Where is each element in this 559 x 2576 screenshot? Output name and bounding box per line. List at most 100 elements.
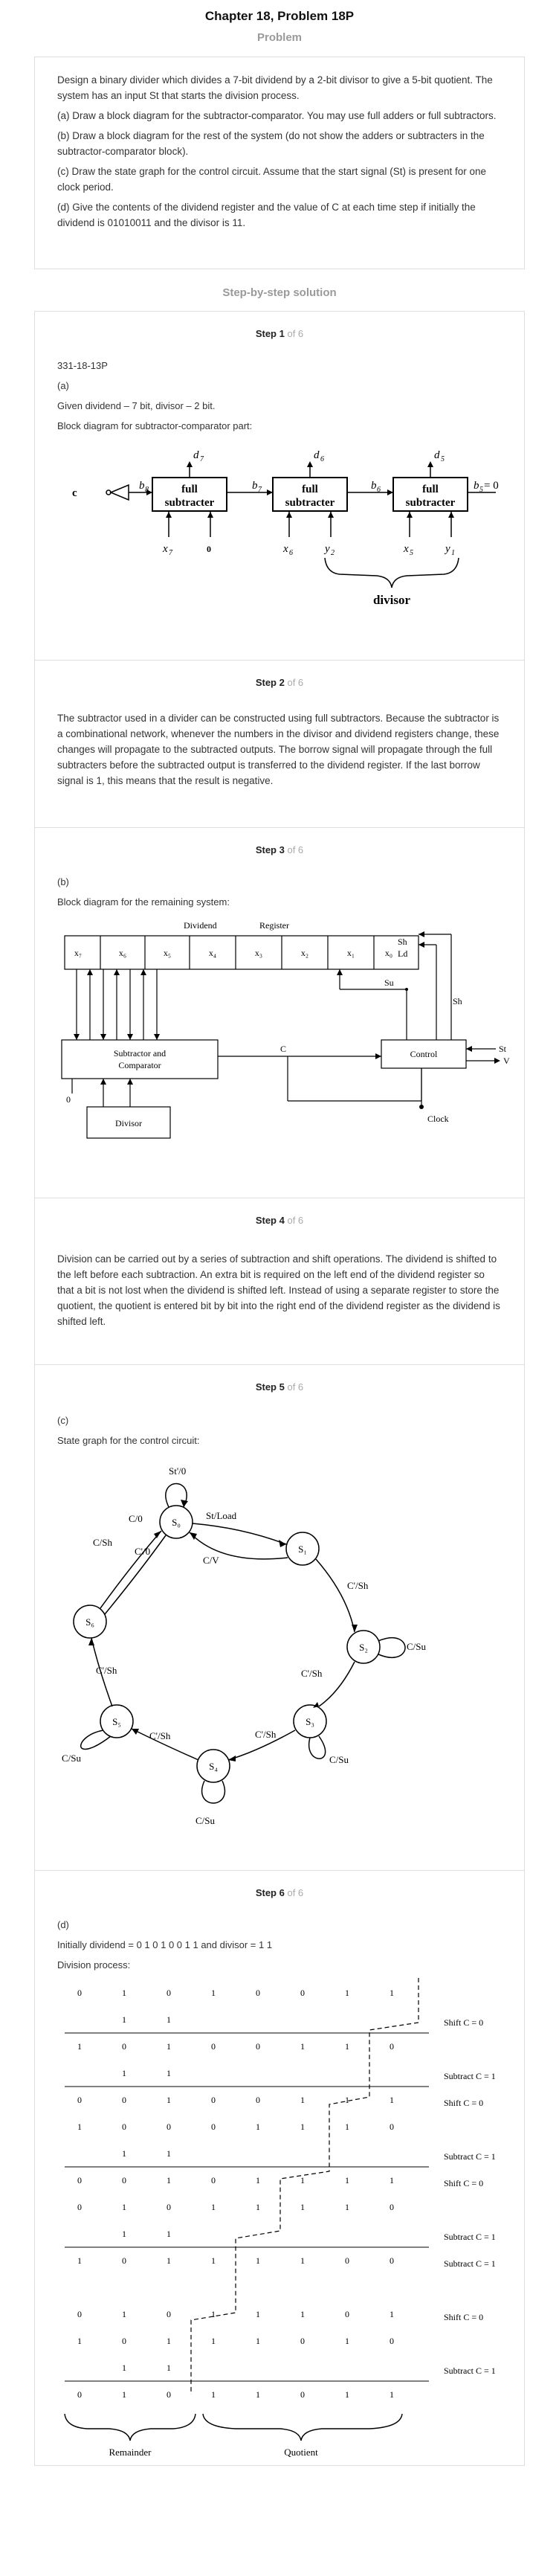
problem-paragraph: (a) Draw a block diagram for the subtrac… — [57, 110, 497, 121]
step-note: Shift C = 0 — [444, 2312, 483, 2322]
bit-cell: 0 — [345, 2255, 349, 2266]
x6-sub: 6 — [289, 549, 293, 557]
bit-cell: 0 — [345, 2309, 349, 2319]
bit-cell: 1 — [345, 1988, 349, 1998]
step-number: Step 2 — [255, 677, 285, 688]
bit-cell: 1 — [345, 2095, 349, 2105]
bit-cell: 1 — [345, 2041, 349, 2052]
bit-cell: 1 — [167, 2148, 171, 2159]
step-card: Step 1 of 6 331-18-13P (a) Given dividen… — [34, 311, 525, 661]
bit-cell: 1 — [167, 2336, 171, 2346]
state-s1: S₁ — [298, 1544, 307, 1555]
bit-cell: 0 — [122, 2121, 126, 2132]
problem-paragraph: (c) Draw the state graph for the control… — [57, 166, 486, 193]
bit-cell: 1 — [256, 2121, 260, 2132]
bit-cell: 1 — [167, 2068, 171, 2078]
register-cell: x₅ — [164, 948, 171, 958]
bit-cell: 1 — [256, 2202, 260, 2212]
step-line: Division process: — [57, 1959, 131, 1970]
edge-label: C/Sh — [93, 1537, 113, 1548]
bit-cell: 0 — [390, 2041, 394, 2052]
bit-cell: 1 — [211, 2255, 216, 2266]
step-total: of 6 — [287, 1381, 304, 1393]
quotient-boundary — [190, 1978, 419, 2394]
block-label: subtracter — [165, 497, 215, 509]
bit-cell: 1 — [300, 2121, 305, 2132]
remainder-brace — [64, 2413, 196, 2441]
zero-input-label: 0 — [66, 1094, 71, 1105]
bit-cell: 0 — [122, 2175, 126, 2185]
bit-cell: 1 — [167, 2255, 171, 2266]
step-title: Step 2 of 6 — [57, 677, 502, 688]
bit-cell: 0 — [77, 2309, 82, 2319]
d5-sub: 5 — [441, 455, 445, 463]
bit-cell: 1 — [345, 2389, 349, 2400]
sh-label: Sh — [398, 937, 407, 947]
quotient-label: Quotient — [284, 2447, 318, 2458]
state-s5: S₅ — [112, 1716, 121, 1727]
step-note: Subtract C = 1 — [444, 2151, 496, 2162]
step-card: Step 2 of 6 The subtractor used in a div… — [34, 661, 525, 828]
bit-cell: 1 — [211, 2336, 216, 2346]
b5-value: = 0 — [484, 480, 499, 492]
step-title: Step 3 of 6 — [57, 844, 502, 855]
step-text: Division can be carried out by a series … — [57, 1253, 500, 1327]
bit-cell: 1 — [211, 2202, 216, 2212]
step-line: Initially dividend = 0 1 0 1 0 0 1 1 and… — [57, 1939, 273, 1950]
quotient-brace — [202, 2413, 403, 2441]
step-total: of 6 — [287, 1215, 304, 1226]
bit-cell: 1 — [211, 2309, 216, 2319]
bit-cell: 1 — [300, 2095, 305, 2105]
bit-cell: 1 — [77, 2121, 82, 2132]
state-s3: S₃ — [306, 1716, 314, 1727]
state-s6: S₆ — [85, 1616, 94, 1628]
bit-cell: 1 — [167, 2095, 171, 2105]
bit-cell: 0 — [122, 2255, 126, 2266]
bit-cell: 1 — [256, 2175, 260, 2185]
bit-cell: 0 — [77, 2175, 82, 2185]
bit-cell: 0 — [167, 2309, 171, 2319]
c-signal-label: C — [280, 1044, 286, 1054]
edge-label: C/Su — [196, 1815, 216, 1826]
edge-label: C/Su — [407, 1641, 427, 1652]
step-line: Block diagram for subtractor-comparator … — [57, 420, 253, 431]
bit-cell: 1 — [300, 2202, 305, 2212]
step-card: Step 3 of 6 (b) Block diagram for the re… — [34, 828, 525, 1198]
y2-sub: 2 — [331, 549, 335, 557]
bit-cell: 1 — [122, 2068, 126, 2078]
divisor-label: divisor — [373, 593, 411, 607]
step-title: Step 1 of 6 — [57, 328, 502, 339]
step-total: of 6 — [287, 844, 304, 855]
y2-label: y — [323, 543, 330, 555]
step-note: Shift C = 0 — [444, 2178, 483, 2188]
bit-cell: 1 — [167, 2175, 171, 2185]
register-cell: x₂ — [301, 948, 308, 958]
b8-label: b — [139, 480, 145, 492]
bit-cell: 0 — [167, 2389, 171, 2400]
bit-cell: 0 — [77, 1988, 82, 1998]
step-number: Step 1 — [255, 328, 285, 339]
step-note: Shift C = 0 — [444, 2098, 483, 2108]
d6-label: d — [314, 449, 320, 461]
bit-cell: 0 — [390, 2202, 394, 2212]
bit-cell: 1 — [300, 2175, 305, 2185]
b6-label: b — [371, 480, 377, 492]
zero-label: 0 — [207, 544, 211, 554]
step-note: Subtract C = 1 — [444, 2071, 496, 2081]
step-note: Shift C = 0 — [444, 2017, 483, 2028]
bit-cell: 1 — [390, 2095, 394, 2105]
b5-sub: 5 — [479, 486, 483, 494]
bit-cell: 0 — [122, 2095, 126, 2105]
st-label: St — [499, 1044, 507, 1054]
bit-cell: 1 — [256, 2255, 260, 2266]
bit-cell: 0 — [77, 2202, 82, 2212]
bit-cell: 0 — [211, 2175, 216, 2185]
dividend-label: Dividend — [184, 920, 217, 931]
step-number: Step 5 — [255, 1381, 285, 1393]
b8-sub: 8 — [145, 486, 149, 494]
bit-cell: 0 — [77, 2389, 82, 2400]
register-cell: x₄ — [209, 948, 216, 958]
edge-label: C/0 — [129, 1513, 143, 1524]
problem-paragraph: (d) Give the contents of the dividend re… — [57, 202, 476, 228]
bit-cell: 0 — [211, 2121, 216, 2132]
